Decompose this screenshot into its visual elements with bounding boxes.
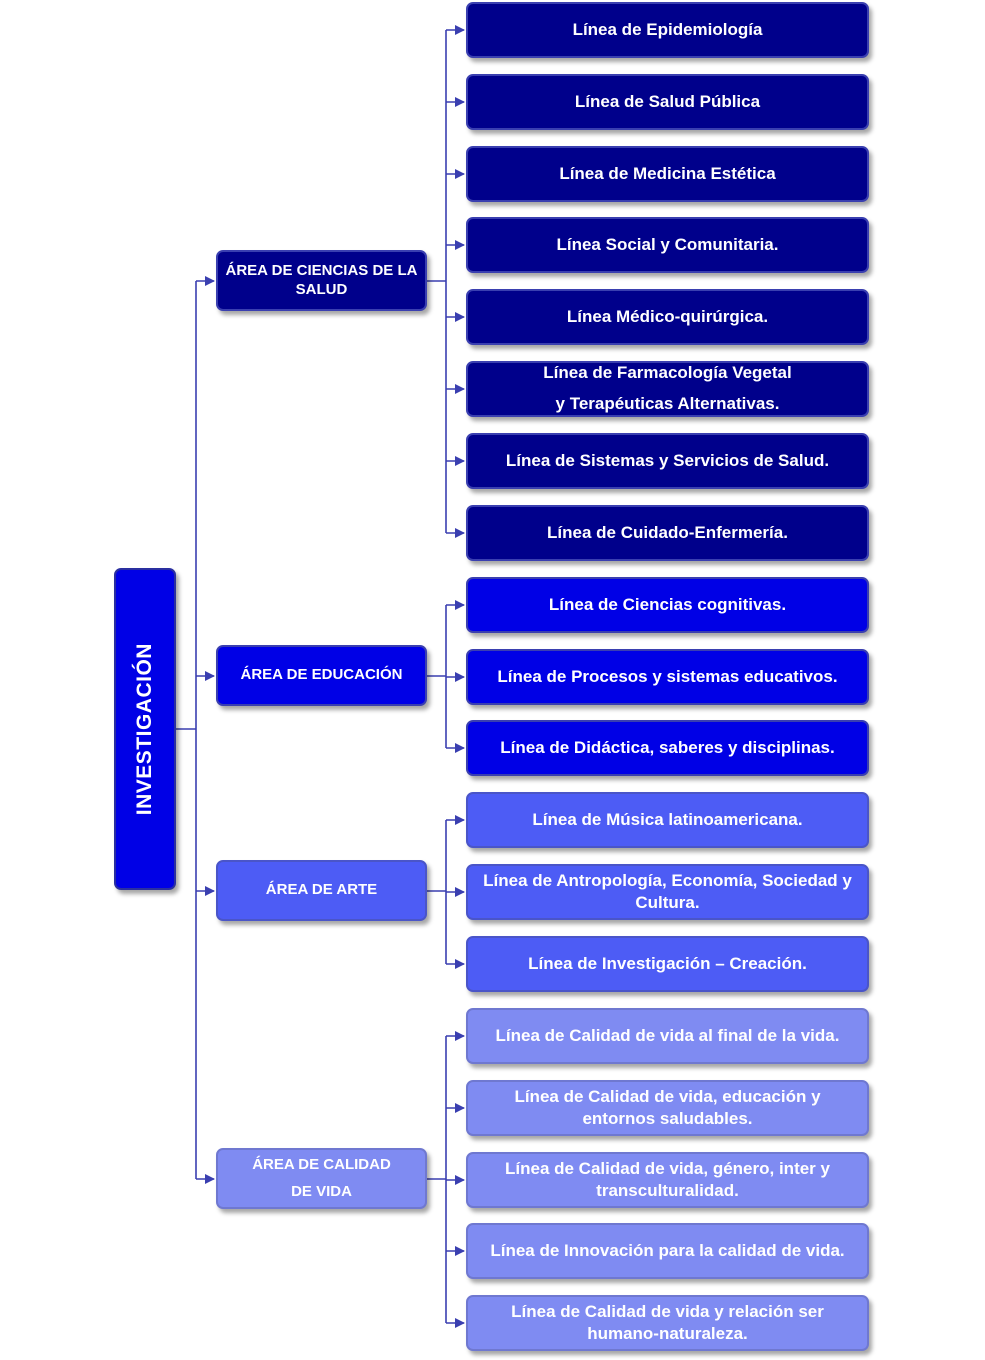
area-label: ÁREA DE CIENCIAS DE LA SALUD bbox=[225, 261, 418, 298]
area-calidad-vida-box: ÁREA DE CALIDAD DE VIDA bbox=[216, 1148, 427, 1209]
line-investigacion-creacion: Línea de Investigación – Creación. bbox=[466, 936, 869, 992]
line-calidad-genero-inter: Línea de Calidad de vida, género, inter … bbox=[466, 1152, 869, 1208]
line-cuidado-enfermeria: Línea de Cuidado-Enfermería. bbox=[466, 505, 869, 561]
area-label: ÁREA DE CALIDAD DE VIDA bbox=[252, 1156, 391, 1200]
line-social-comunitaria: Línea Social y Comunitaria. bbox=[466, 217, 869, 273]
line-procesos-sistemas-educativos: Línea de Procesos y sistemas educativos. bbox=[466, 649, 869, 705]
area-label: ÁREA DE ARTE bbox=[265, 881, 378, 899]
area-educacion-box: ÁREA DE EDUCACIÓN bbox=[216, 645, 427, 706]
line-calidad-final-vida: Línea de Calidad de vida al final de la … bbox=[466, 1008, 869, 1064]
line-medico-quirurgica: Línea Médico-quirúrgica. bbox=[466, 289, 869, 345]
line-epidemiologia: Línea de Epidemiología bbox=[466, 2, 869, 58]
line-calidad-ser-humano-naturaleza: Línea de Calidad de vida y relación ser … bbox=[466, 1295, 869, 1351]
line-medicina-estetica: Línea de Medicina Estética bbox=[466, 146, 869, 202]
line-didactica-saberes: Línea de Didáctica, saberes y disciplina… bbox=[466, 720, 869, 776]
area-ciencias-salud-box: ÁREA DE CIENCIAS DE LA SALUD bbox=[216, 250, 427, 311]
root-investigacion-box: INVESTIGACIÓN bbox=[114, 568, 176, 890]
line-innovacion-calidad: Línea de Innovación para la calidad de v… bbox=[466, 1223, 869, 1279]
line-calidad-educacion-entornos: Línea de Calidad de vida, educación y en… bbox=[466, 1080, 869, 1136]
line-ciencias-cognitivas: Línea de Ciencias cognitivas. bbox=[466, 577, 869, 633]
line-sistemas-servicios-salud: Línea de Sistemas y Servicios de Salud. bbox=[466, 433, 869, 489]
line-farmacologia-vegetal: Línea de Farmacología Vegetal y Terapéut… bbox=[466, 361, 869, 417]
area-label: ÁREA DE EDUCACIÓN bbox=[240, 666, 403, 684]
area-arte-box: ÁREA DE ARTE bbox=[216, 860, 427, 921]
line-antropologia-economia: Línea de Antropología, Economía, Socieda… bbox=[466, 864, 869, 920]
line-musica-latinoamericana: Línea de Música latinoamericana. bbox=[466, 792, 869, 848]
root-label: INVESTIGACIÓN bbox=[132, 642, 156, 816]
line-salud-publica: Línea de Salud Pública bbox=[466, 74, 869, 130]
